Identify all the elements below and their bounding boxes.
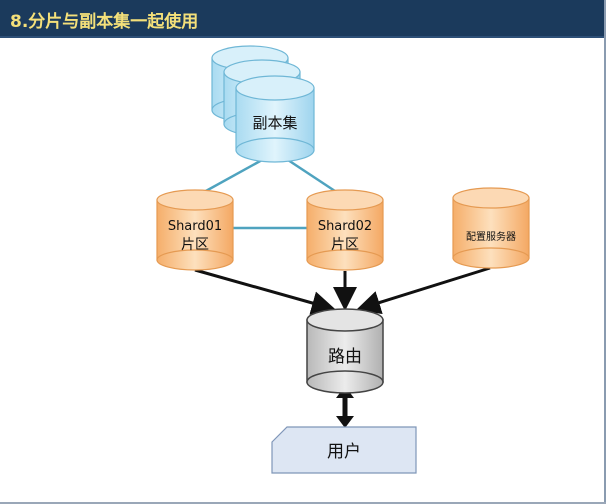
shard01-sublabel: 片区 [181,237,209,253]
title-bar: 8.分片与副本集一起使用 [0,0,604,38]
router-cylinder [306,308,384,394]
shard01-name: Shard01 [168,219,222,234]
slide-title: 8.分片与副本集一起使用 [10,12,199,32]
user-label: 用户 [327,442,361,462]
shard01-cylinder [156,189,234,271]
router-label: 路由 [328,347,362,367]
shard02-sublabel: 片区 [331,237,359,253]
replica-set-cylinders [211,45,315,163]
right-border [604,0,606,504]
config-server-cylinder [452,187,530,269]
arrow-config-router [356,266,491,315]
shard02-name: Shard02 [318,219,372,234]
shard02-cylinder [306,189,384,271]
replica-set-label: 副本集 [252,114,297,132]
arrow-shard1-router [194,268,336,315]
config-server-label: 配置服务器 [466,230,516,243]
bottom-border [0,502,606,504]
user-box [271,426,417,474]
